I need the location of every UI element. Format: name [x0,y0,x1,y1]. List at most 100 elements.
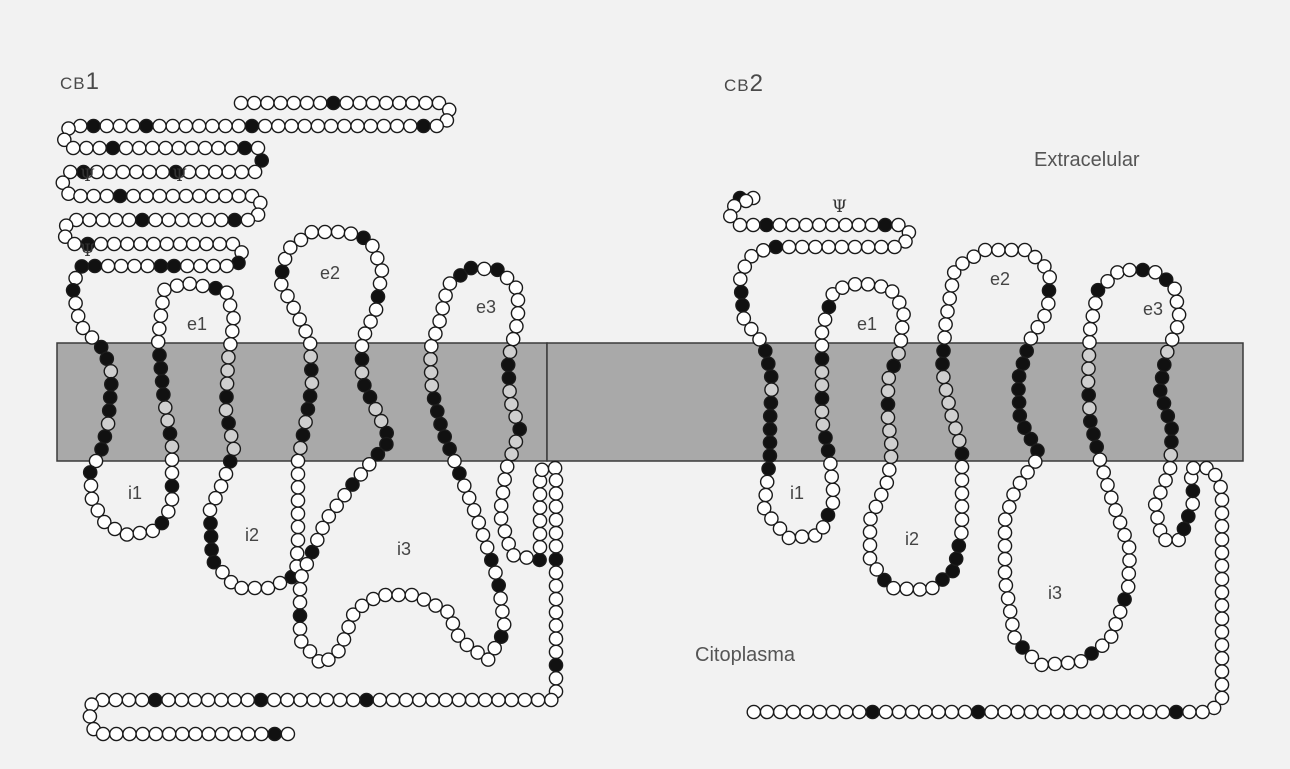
cb2-residue [1195,704,1210,720]
cb1-residue [418,95,434,111]
cb2-residue [1122,262,1137,278]
cb2-residue [954,446,970,462]
cb1-residue [88,453,104,469]
cb2-residue [1030,319,1045,335]
cb2-residue [772,521,788,536]
cb1-residue [372,276,388,291]
cb2-residue [877,217,893,233]
cb1-residue [463,260,479,276]
cb1-residue [187,692,203,708]
cb1-residue [138,118,154,134]
cb1-residue [193,258,208,274]
cb1-residue [506,548,521,563]
cb1-residue [353,467,369,482]
cb2-residue [821,299,837,315]
cb1-residue [102,164,118,180]
cb2-residue [1085,308,1101,324]
cb1-residue [391,587,406,603]
cb2-residue [1037,308,1052,324]
cb1-residue [504,692,520,708]
cb1-residue [500,357,516,373]
cb2-residue [1042,269,1057,285]
cb2-residue [997,512,1013,527]
cb2-residue [997,565,1013,580]
cb1-residue [374,263,390,278]
cb1-residue [153,308,169,324]
cb1-residue [99,188,115,204]
cb1-residue [206,554,222,570]
cb2-residue [733,284,749,300]
cb2-residue [1041,296,1056,311]
cb2-residue [847,239,863,255]
cb1-residue [157,282,172,298]
cb1-residue [164,439,180,454]
cb1-residue [222,454,238,469]
cb1-residue [290,479,306,495]
cb2-residue [1185,496,1200,512]
cb1-residue [254,153,270,168]
cb2-residue [1082,334,1097,350]
cb2-residue [763,395,779,411]
cb2-residue [940,304,955,319]
cb1-residue [385,692,401,708]
cb1-residue [224,140,239,156]
cb2-residue [1090,282,1106,298]
cb1-residue [174,212,190,228]
cb2-residue [997,525,1013,541]
cb1-residue [132,525,148,541]
cb2-residue [879,475,895,491]
cb1-residue [165,188,181,204]
cb1-residue [488,565,503,580]
cb1-residue [200,692,216,708]
cb1-residue [297,118,313,134]
cb1-residue [92,140,107,156]
cb2-residue [851,217,867,233]
cb2-residue [954,499,970,514]
cb1-residue [169,278,185,294]
cb2-residue [935,356,950,372]
cb1-residue [107,521,123,537]
cb1-residue [548,512,564,528]
cb2-residue [1006,487,1021,502]
cb1-residue [502,383,517,399]
cb1-residue [195,278,210,294]
cb2-residue [1176,521,1192,537]
cb1-residue [65,282,81,298]
cb1-residue [79,140,94,156]
cb2-residue [785,217,801,233]
cb1-residue [499,459,515,474]
cb1-loop-e1: e1 [187,314,208,334]
cb1-residue [286,95,302,111]
cb1-residue [432,313,447,329]
cb2-residue [1100,273,1115,289]
cb1-residue [191,188,207,204]
cb1-residue [293,232,309,248]
cb1-residue [240,726,256,742]
cb1-residue [357,377,372,393]
cb1-residue [86,188,101,204]
cb2-residue [1002,604,1018,619]
cb1-residue [373,413,389,429]
cb2-residue [1012,475,1028,491]
cb2-residue [1167,281,1182,297]
cb1-residue [376,118,392,134]
cb2-residue [736,311,752,326]
cb2-residue [1050,704,1065,720]
cb2-residue [865,704,880,720]
cb2-residue [936,343,951,359]
cb1-residue [378,95,394,111]
cb1-residue [323,118,339,134]
cb1-residue [166,258,182,274]
cb1-residue [337,487,352,503]
cb1-residue [182,276,197,292]
cb1-residue [508,409,523,425]
cb1-residue [75,320,91,336]
cb1-residue [290,453,306,469]
cb1-residue [466,502,482,518]
cb2-residue [838,704,854,720]
cb1-residue [440,604,455,620]
cb1-residue [429,118,445,134]
cb2-residue [1214,664,1230,679]
cb2-residue [1153,485,1168,500]
cb2-residue [1027,249,1043,265]
